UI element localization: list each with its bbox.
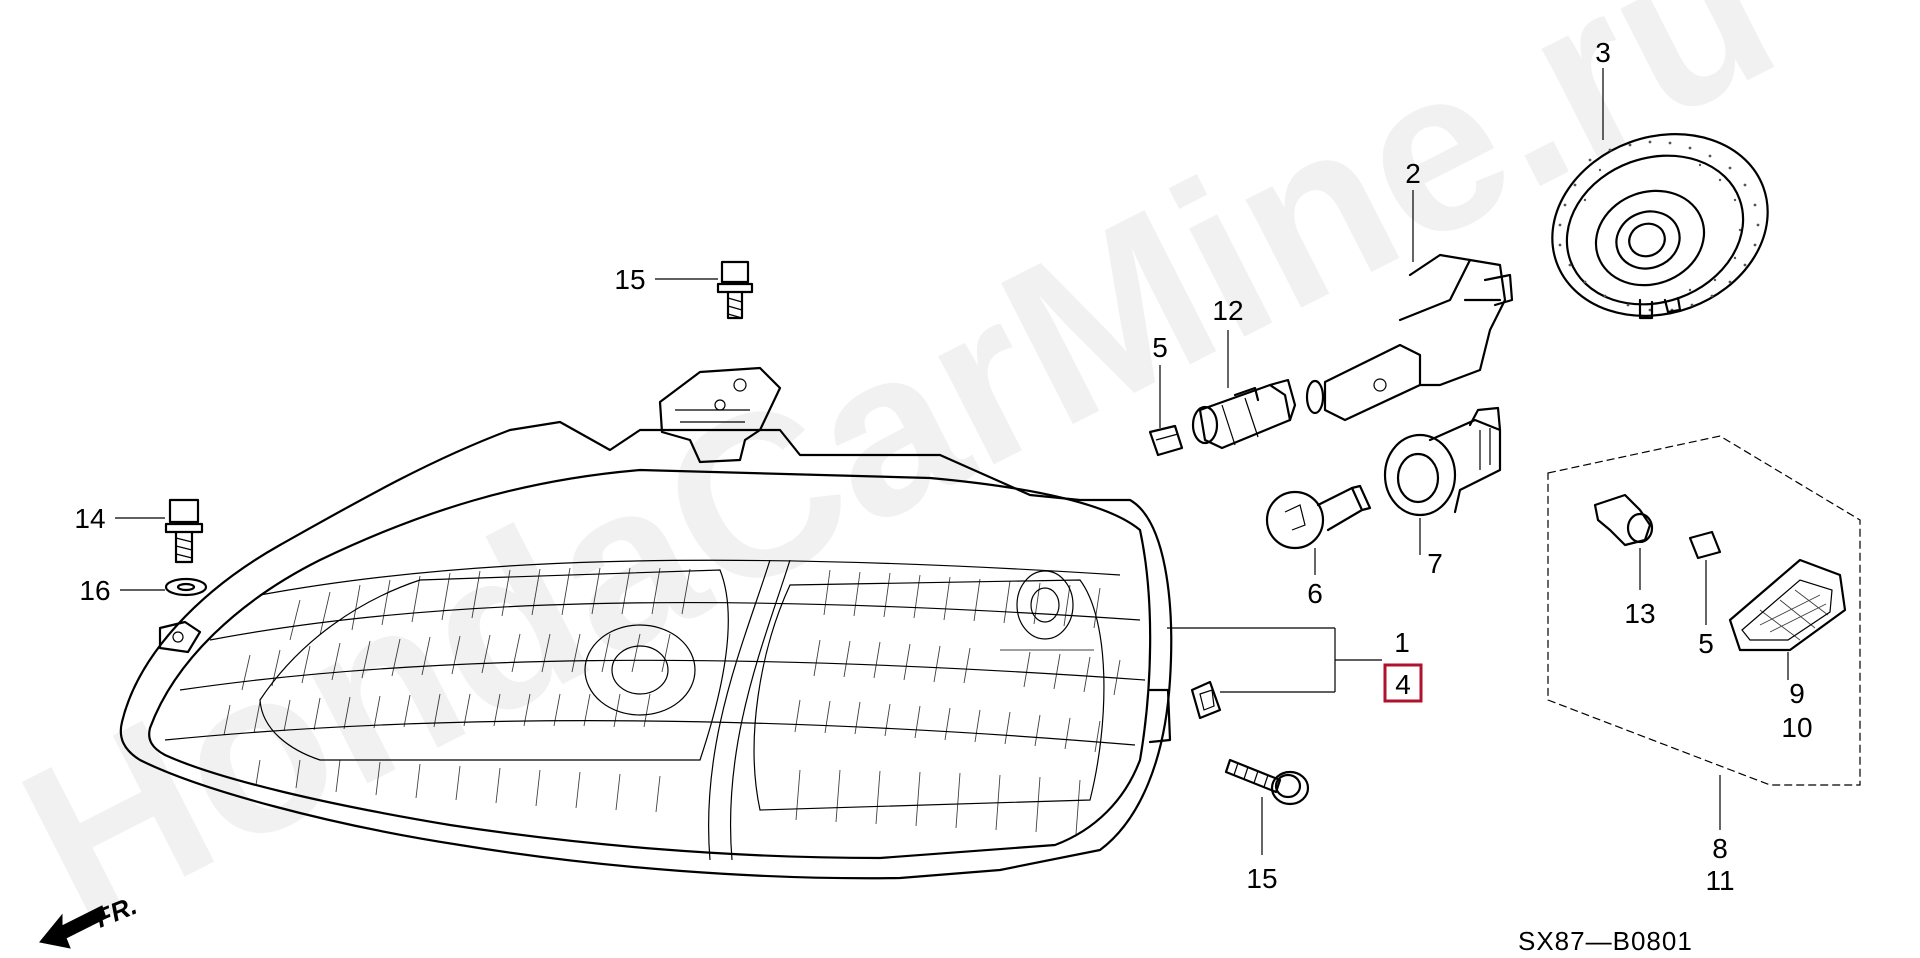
callout-14[interactable]: 14 <box>74 503 105 534</box>
headlight-assembly <box>119 366 1173 880</box>
washer-16 <box>164 577 208 597</box>
callout-9[interactable]: 9 <box>1789 678 1805 709</box>
callout-2[interactable]: 2 <box>1405 158 1421 189</box>
callout-15-bottom[interactable]: 15 <box>1246 863 1277 894</box>
callout-13[interactable]: 13 <box>1624 598 1655 629</box>
side-marker-lens <box>1728 558 1847 652</box>
bolt-15-top <box>716 260 754 320</box>
watermark: HondaCarMine.ru <box>0 0 1810 958</box>
callout-11[interactable]: 11 <box>1705 865 1734 896</box>
side-marker-group-outline <box>1547 435 1861 786</box>
socket-12 <box>1191 378 1297 450</box>
callout-10[interactable]: 10 <box>1781 712 1812 743</box>
callout-7[interactable]: 7 <box>1427 548 1443 579</box>
selected-part-highlight <box>1383 663 1423 703</box>
socket-7 <box>1383 406 1502 517</box>
front-arrow-icon <box>39 905 107 949</box>
bolt-15-bottom <box>1224 758 1310 806</box>
callout-1[interactable]: 1 <box>1394 627 1410 658</box>
drawing-code: SX87—B0801 <box>1518 926 1693 956</box>
callout-5-upper[interactable]: 5 <box>1152 332 1168 363</box>
bulb-6 <box>1265 484 1372 550</box>
callout-12[interactable]: 12 <box>1212 295 1243 326</box>
dust-cover <box>1551 133 1769 320</box>
callout-8[interactable]: 8 <box>1712 833 1728 864</box>
callout-16[interactable]: 16 <box>79 575 110 606</box>
bulb-halogen <box>1305 253 1514 422</box>
bolt-14 <box>164 498 204 564</box>
callout-4[interactable]: 4 <box>1395 669 1411 700</box>
callout-6[interactable]: 6 <box>1307 578 1323 609</box>
bulb-wedge-5b <box>1688 530 1722 560</box>
clip-4 <box>1190 680 1222 720</box>
callout-3[interactable]: 3 <box>1595 37 1611 68</box>
callout-5-group[interactable]: 5 <box>1698 628 1714 659</box>
bulb-wedge-5a <box>1148 424 1184 457</box>
leader-lines <box>115 68 1789 855</box>
callout-labels: 1 2 3 4 5 5 6 7 8 9 10 11 12 13 14 15 15… <box>74 37 1812 896</box>
callout-15-top[interactable]: 15 <box>614 264 645 295</box>
socket-13 <box>1593 493 1654 547</box>
